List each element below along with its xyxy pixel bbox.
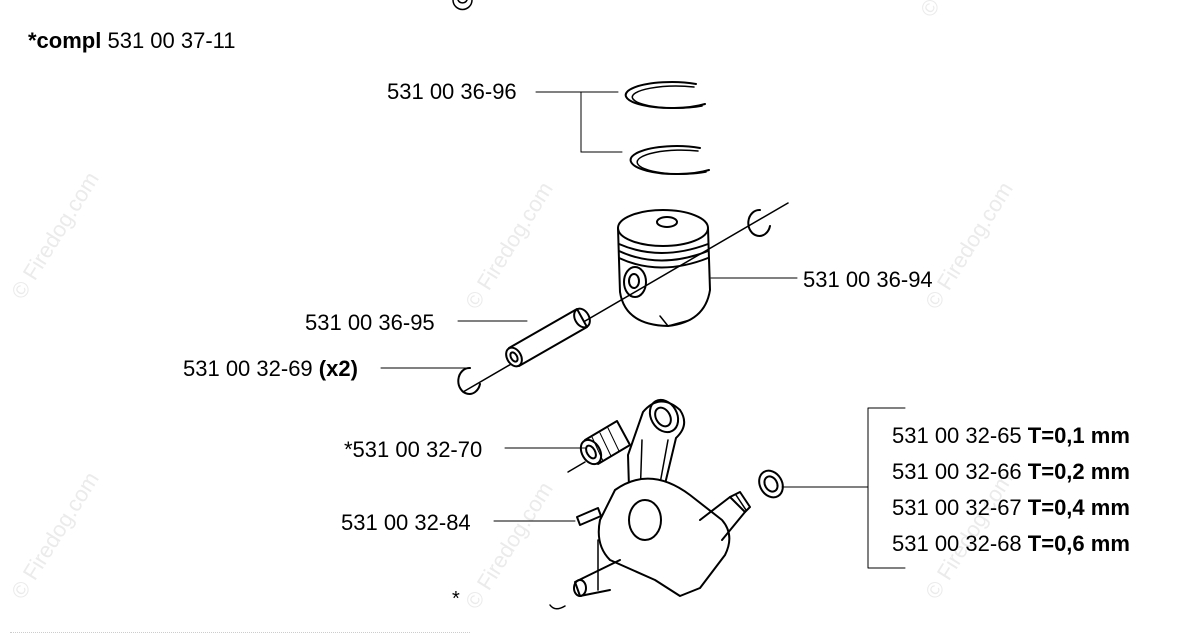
circlip-left bbox=[457, 366, 481, 395]
label-needle-bearing[interactable]: *531 00 32-70 bbox=[344, 437, 483, 462]
assembly-title: *compl 531 00 37-11 bbox=[28, 28, 236, 53]
label-piston-rings[interactable]: 531 00 36-96 bbox=[387, 79, 517, 104]
label-piston[interactable]: 531 00 36-94 bbox=[803, 267, 933, 292]
circlip-right bbox=[747, 208, 771, 237]
bottom-dotted-rule bbox=[10, 632, 470, 633]
piston-pin bbox=[505, 307, 591, 368]
label-piston-pin[interactable]: 531 00 36-95 bbox=[305, 310, 435, 335]
footnote-asterisk: * bbox=[452, 588, 460, 610]
label-shim-3[interactable]: 531 00 32-67 T=0,4 mm bbox=[892, 495, 1130, 520]
leader-lines bbox=[380, 91, 906, 569]
piston-ring-upper bbox=[624, 81, 706, 110]
label-shim-1[interactable]: 531 00 32-65 T=0,1 mm bbox=[892, 423, 1130, 448]
needle-bearing bbox=[567, 420, 631, 473]
woodruff-key bbox=[576, 507, 602, 526]
lower-part-outline bbox=[549, 604, 566, 610]
piston-ring-lower bbox=[629, 145, 710, 176]
label-circlip[interactable]: 531 00 32-69 (x2) bbox=[183, 356, 358, 381]
label-key[interactable]: 531 00 32-84 bbox=[341, 510, 471, 535]
copyright-symbol bbox=[452, 0, 473, 11]
label-shim-4[interactable]: 531 00 32-68 T=0,6 mm bbox=[892, 531, 1130, 556]
piston bbox=[617, 209, 711, 327]
label-shim-2[interactable]: 531 00 32-66 T=0,2 mm bbox=[892, 459, 1130, 484]
shim-washer bbox=[758, 469, 784, 499]
crankshaft-assembly bbox=[573, 398, 751, 597]
